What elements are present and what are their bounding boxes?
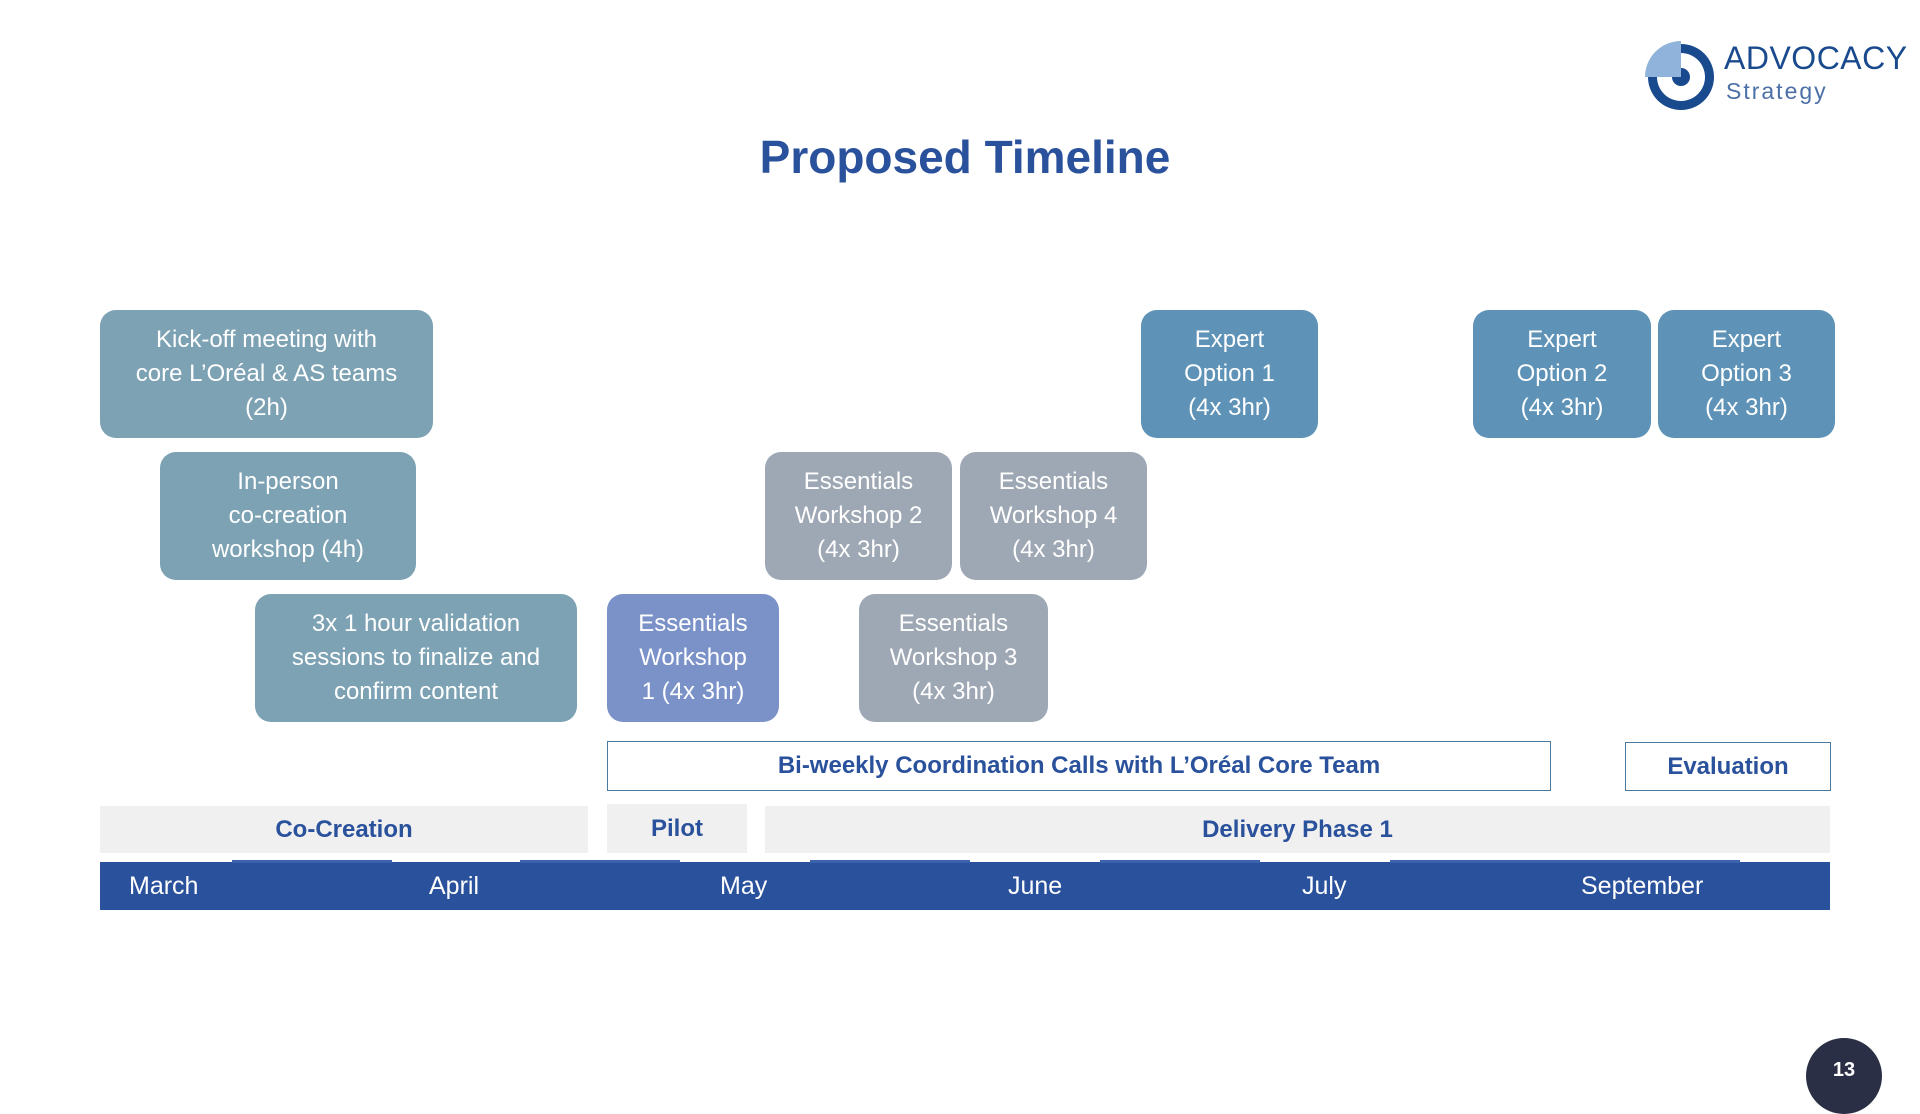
validation-sessions-box: 3x 1 hour validation sessions to finaliz…: [255, 594, 577, 722]
logo-subtitle: Strategy: [1726, 78, 1828, 104]
logo-title: ADVOCACY: [1724, 40, 1908, 76]
month-march: March: [129, 872, 199, 900]
cocreation-workshop-box: In-person co-creation workshop (4h): [160, 452, 416, 580]
phase-co-creation: Co-Creation: [100, 806, 588, 853]
expert-option-3-box: Expert Option 3 (4x 3hr): [1658, 310, 1835, 438]
expert-option-1-box: Expert Option 1 (4x 3hr): [1141, 310, 1318, 438]
essentials-workshop-1-box: Essentials Workshop 1 (4x 3hr): [607, 594, 779, 722]
month-september: September: [1581, 872, 1704, 900]
coordination-calls-bar: Bi-weekly Coordination Calls with L’Oréa…: [607, 741, 1551, 791]
month-seam: [810, 860, 970, 863]
month-april: April: [429, 872, 480, 900]
month-seam: [520, 860, 680, 863]
page-title: Proposed Timeline: [759, 131, 1171, 183]
month-seam: [1100, 860, 1260, 863]
phase-pilot: Pilot: [607, 804, 747, 853]
month-seam: [1390, 860, 1550, 863]
month-seam: [232, 860, 392, 863]
month-axis-bar: [100, 862, 1830, 910]
essentials-workshop-4-box: Essentials Workshop 4 (4x 3hr): [960, 452, 1147, 580]
essentials-workshop-2-box: Essentials Workshop 2 (4x 3hr): [765, 452, 952, 580]
month-seam: [1550, 860, 1740, 863]
evaluation-bar: Evaluation: [1625, 742, 1831, 791]
month-june: June: [1008, 872, 1063, 900]
phase-delivery-1: Delivery Phase 1: [765, 806, 1830, 853]
month-july: July: [1302, 872, 1347, 900]
essentials-workshop-3-box: Essentials Workshop 3 (4x 3hr): [859, 594, 1048, 722]
expert-option-2-box: Expert Option 2 (4x 3hr): [1473, 310, 1651, 438]
page-number-badge: 13: [1806, 1038, 1882, 1114]
kickoff-meeting-box: Kick-off meeting with core L’Oréal & AS …: [100, 310, 433, 438]
month-may: May: [720, 872, 768, 900]
